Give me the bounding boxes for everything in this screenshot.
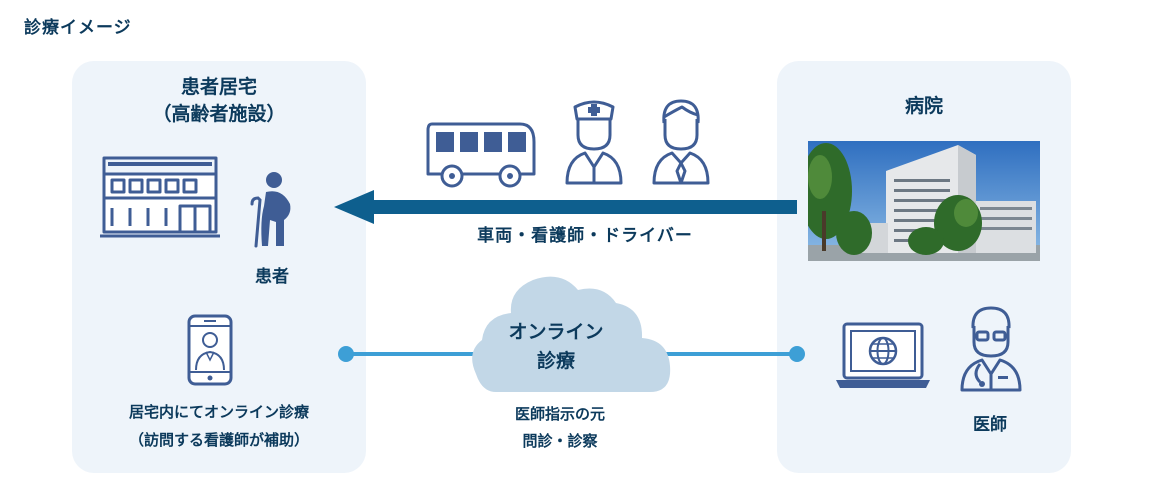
page-title: 診療イメージ	[24, 18, 132, 38]
building-icon	[100, 156, 220, 238]
bus-icon	[426, 122, 536, 188]
consult-line2: 問診・診察	[522, 432, 598, 450]
transport-arrow	[334, 190, 797, 224]
hospital-title: 病院	[904, 95, 943, 117]
cloud-label-line1: オンライン	[508, 321, 604, 343]
consult-line1: 医師指示の元	[514, 405, 605, 423]
hospital-panel	[777, 61, 1071, 473]
home-online-line2: （訪問する看護師が補助）	[128, 431, 309, 449]
patient-home-panel	[72, 61, 366, 473]
laptop-icon	[836, 322, 930, 388]
patient-label: 患者	[255, 267, 289, 287]
hospital-building-image	[808, 141, 1040, 261]
home-title: 患者居宅	[180, 76, 257, 98]
cloud-label-line2: 診療	[536, 350, 575, 372]
elderly-patient-icon	[250, 172, 291, 248]
doctor-label: 医師	[973, 415, 1007, 435]
home-online-line1: 居宅内にてオンライン診療	[128, 403, 309, 421]
transport-label: 車両・看護師・ドライバー	[477, 226, 693, 246]
tablet-icon	[187, 314, 233, 386]
doctor-icon	[960, 306, 1022, 392]
driver-icon	[652, 99, 710, 185]
home-subtitle: （高齢者施設）	[152, 103, 286, 125]
cloud-shape	[472, 276, 671, 392]
nurse-icon	[565, 100, 623, 185]
